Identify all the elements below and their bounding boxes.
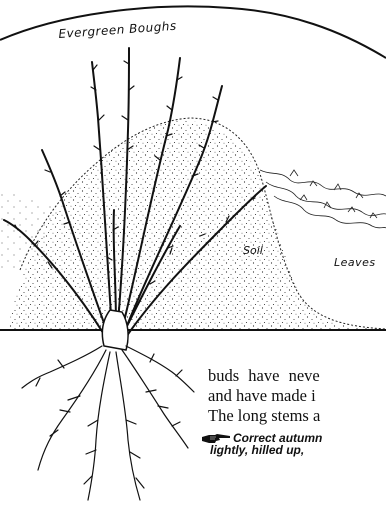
soil-label: Soil (243, 244, 263, 257)
body-text-line-3: The long stems a (208, 406, 320, 426)
leaves-tangle (260, 170, 386, 228)
plant-crown (102, 310, 128, 350)
body-text-line-1: buds have neve (208, 366, 320, 386)
body-text-line-2: and have made i (208, 386, 316, 406)
leaves-label: Leaves (334, 256, 376, 269)
plant-roots (22, 346, 194, 500)
caption-line-2: lightly, hilled up, (210, 444, 304, 457)
soil-mound (8, 121, 386, 329)
